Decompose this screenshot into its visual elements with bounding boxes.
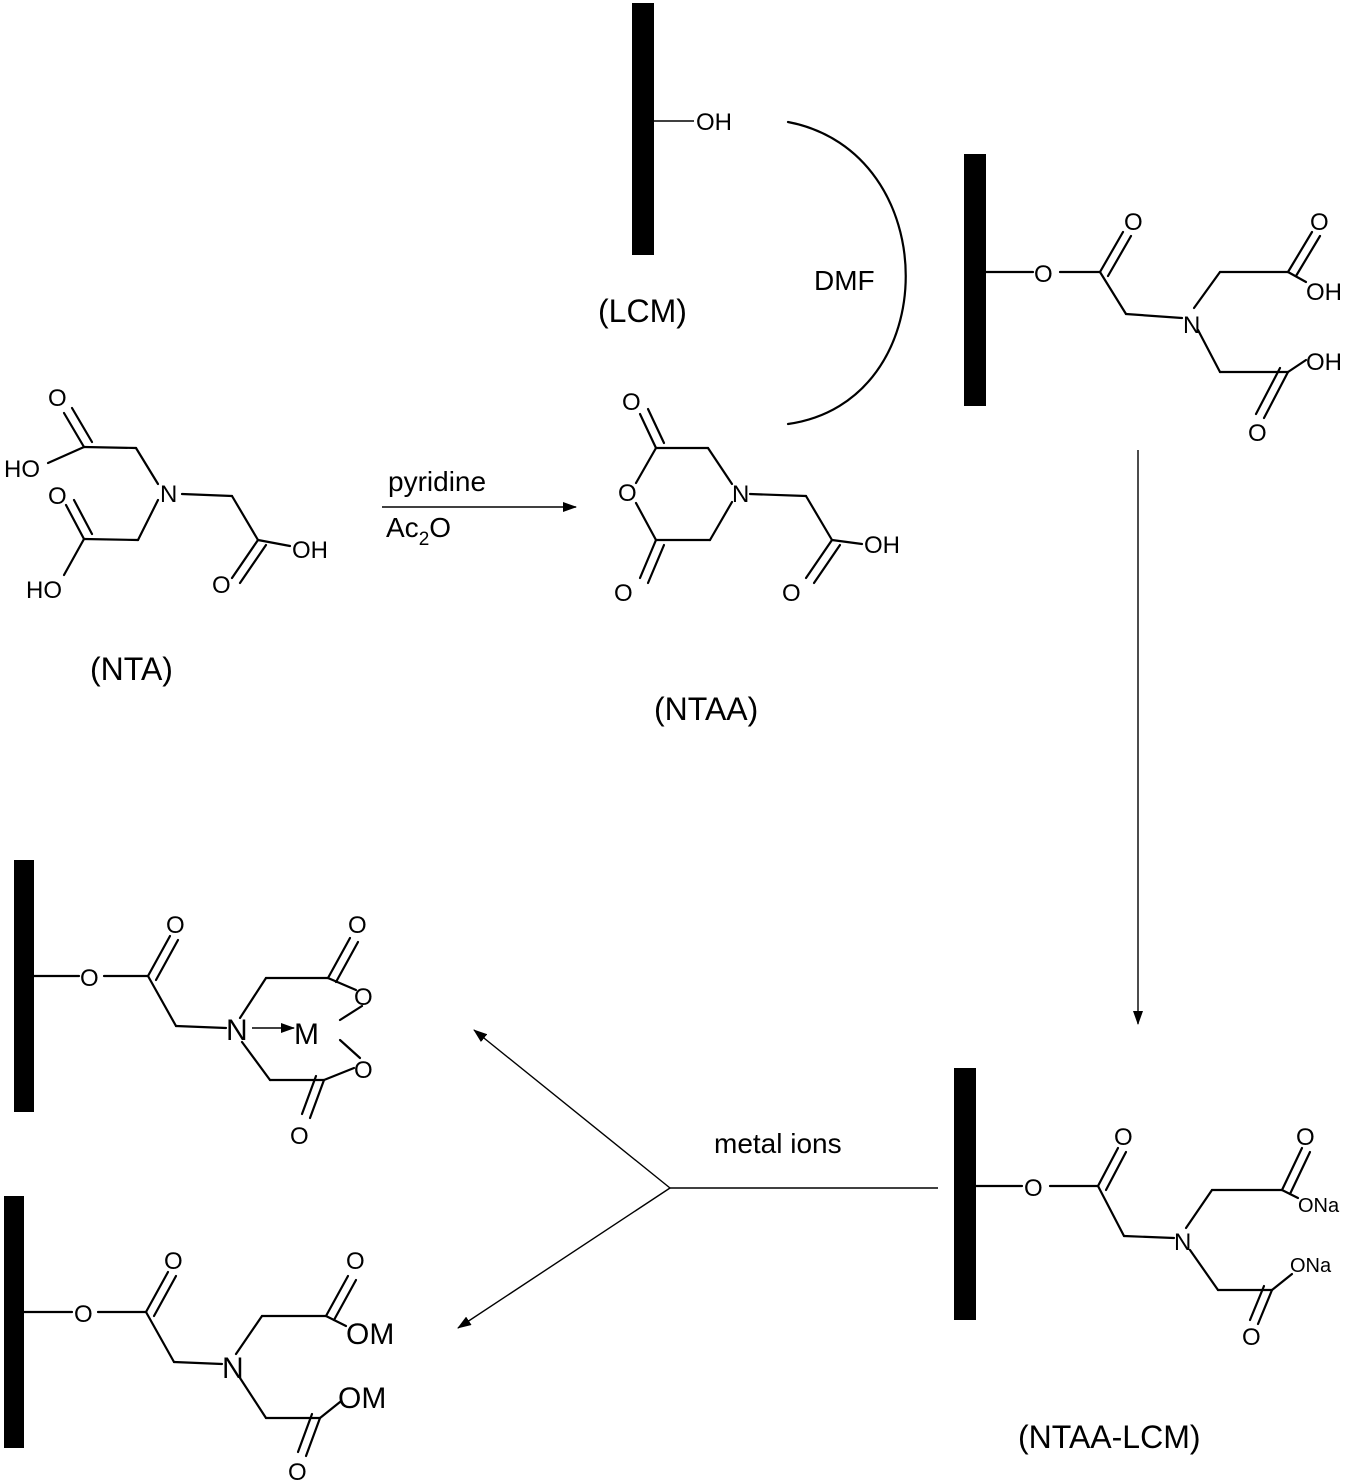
ntaa-oxygen-3: O (782, 580, 801, 607)
step1-reagent-top: pyridine (388, 466, 486, 497)
metal-salt-ester-oxygen: O (74, 1301, 93, 1328)
ntaa-lcm-acid-molecule: O O N O OH OH O (964, 154, 1342, 447)
ntaa-lcm-acid-oxygen-1: O (1310, 209, 1329, 236)
chelate-oxygen-4: O (290, 1123, 309, 1150)
ntaa-lcm-acid-oxygen-2: O (1248, 420, 1267, 447)
ntaa-oxygen-1: O (622, 389, 641, 416)
ntaa-lcm-sodium-ester-oxygen: O (1024, 1175, 1043, 1202)
ntaa-lcm-acid-carbonyl-oxygen: O (1124, 209, 1143, 236)
chelate-carbonyl-oxygen: O (166, 912, 185, 939)
lcm-support-bar (632, 3, 654, 255)
metal-salt-product-molecule: O O N O OM OM O (4, 1196, 394, 1484)
ntaa-lcm-acid-support-bar (964, 154, 986, 406)
nta-oxygen-3: O (212, 572, 231, 599)
metal-salt-oxygen-1: O (346, 1248, 365, 1275)
ntaa-lcm-acid-ester-oxygen: O (1034, 261, 1053, 288)
ntaa-lcm-sodium-nitrogen: N (1174, 1229, 1191, 1256)
nta-hydroxyl-2: HO (26, 577, 62, 604)
metal-salt-support-bar (4, 1196, 24, 1448)
chelate-metal: M (294, 1018, 319, 1051)
nta-hydroxyl-1: HO (4, 456, 40, 483)
ntaa-oxygen-2: O (614, 580, 633, 607)
nta-nitrogen: N (160, 481, 177, 508)
metal-branch-arrow-lower (457, 1187, 671, 1329)
ntaa-lcm-sodium-carbonyl-oxygen: O (1114, 1124, 1133, 1151)
ntaa-lcm-label: (NTAA-LCM) (1018, 1419, 1201, 1455)
ntaa-lcm-sodium-carboxylate-1: ONa (1298, 1195, 1340, 1217)
metal-salt-nitrogen: N (222, 1352, 244, 1385)
ntaa-hydroxyl: OH (864, 532, 900, 559)
lcm-label: (LCM) (598, 293, 687, 329)
ntaa-nitrogen: N (732, 481, 749, 508)
ntaa-lcm-sodium-carboxylate-2: ONa (1290, 1255, 1332, 1277)
chelate-ester-oxygen: O (80, 965, 99, 992)
ntaa-lcm-sodium-support-bar (954, 1068, 976, 1320)
ntaa-label: (NTAA) (654, 691, 758, 727)
step3-reagent: metal ions (714, 1128, 842, 1159)
ntaa-lcm-sodium-oxygen-2: O (1242, 1324, 1261, 1351)
ntaa-lcm-sodium-molecule: O O N O ONa ONa O (954, 1068, 1340, 1351)
lcm-hydroxyl: OH (696, 109, 732, 136)
ntaa-lcm-acid-hydroxyl-1: OH (1306, 279, 1342, 306)
metal-salt-carboxylate-1: OM (346, 1318, 394, 1351)
chelate-support-bar (14, 860, 34, 1112)
chelate-oxygen-1: O (348, 912, 367, 939)
nta-molecule: O HO N O HO OH O (4, 385, 328, 604)
nta-label: (NTA) (90, 651, 173, 687)
nta-hydroxyl-3: OH (292, 537, 328, 564)
dmf-curve-arrow (786, 120, 907, 426)
metal-salt-oxygen-2: O (288, 1459, 307, 1484)
step1-reagent-bottom: Ac2O (386, 512, 451, 550)
ntaa-lcm-sodium-oxygen-1: O (1296, 1124, 1315, 1151)
chelate-product-molecule: O O N M O O O O (14, 860, 373, 1150)
metal-salt-carboxylate-2: OM (338, 1382, 386, 1415)
chelate-oxygen-2: O (354, 984, 373, 1011)
chelate-oxygen-3: O (354, 1057, 373, 1084)
chelate-nitrogen: N (226, 1014, 248, 1047)
ntaa-lcm-acid-nitrogen: N (1183, 312, 1200, 339)
ntaa-ring-oxygen: O (618, 480, 637, 507)
metal-branch-arrow-upper (473, 1029, 671, 1189)
ntaa-lcm-acid-hydroxyl-2: OH (1306, 349, 1342, 376)
step2-reagent: DMF (814, 265, 875, 296)
nta-oxygen-1: O (48, 385, 67, 412)
ntaa-molecule: O O O N OH O (614, 389, 900, 607)
nta-oxygen-2: O (48, 483, 67, 510)
metal-salt-carbonyl-oxygen: O (164, 1248, 183, 1275)
